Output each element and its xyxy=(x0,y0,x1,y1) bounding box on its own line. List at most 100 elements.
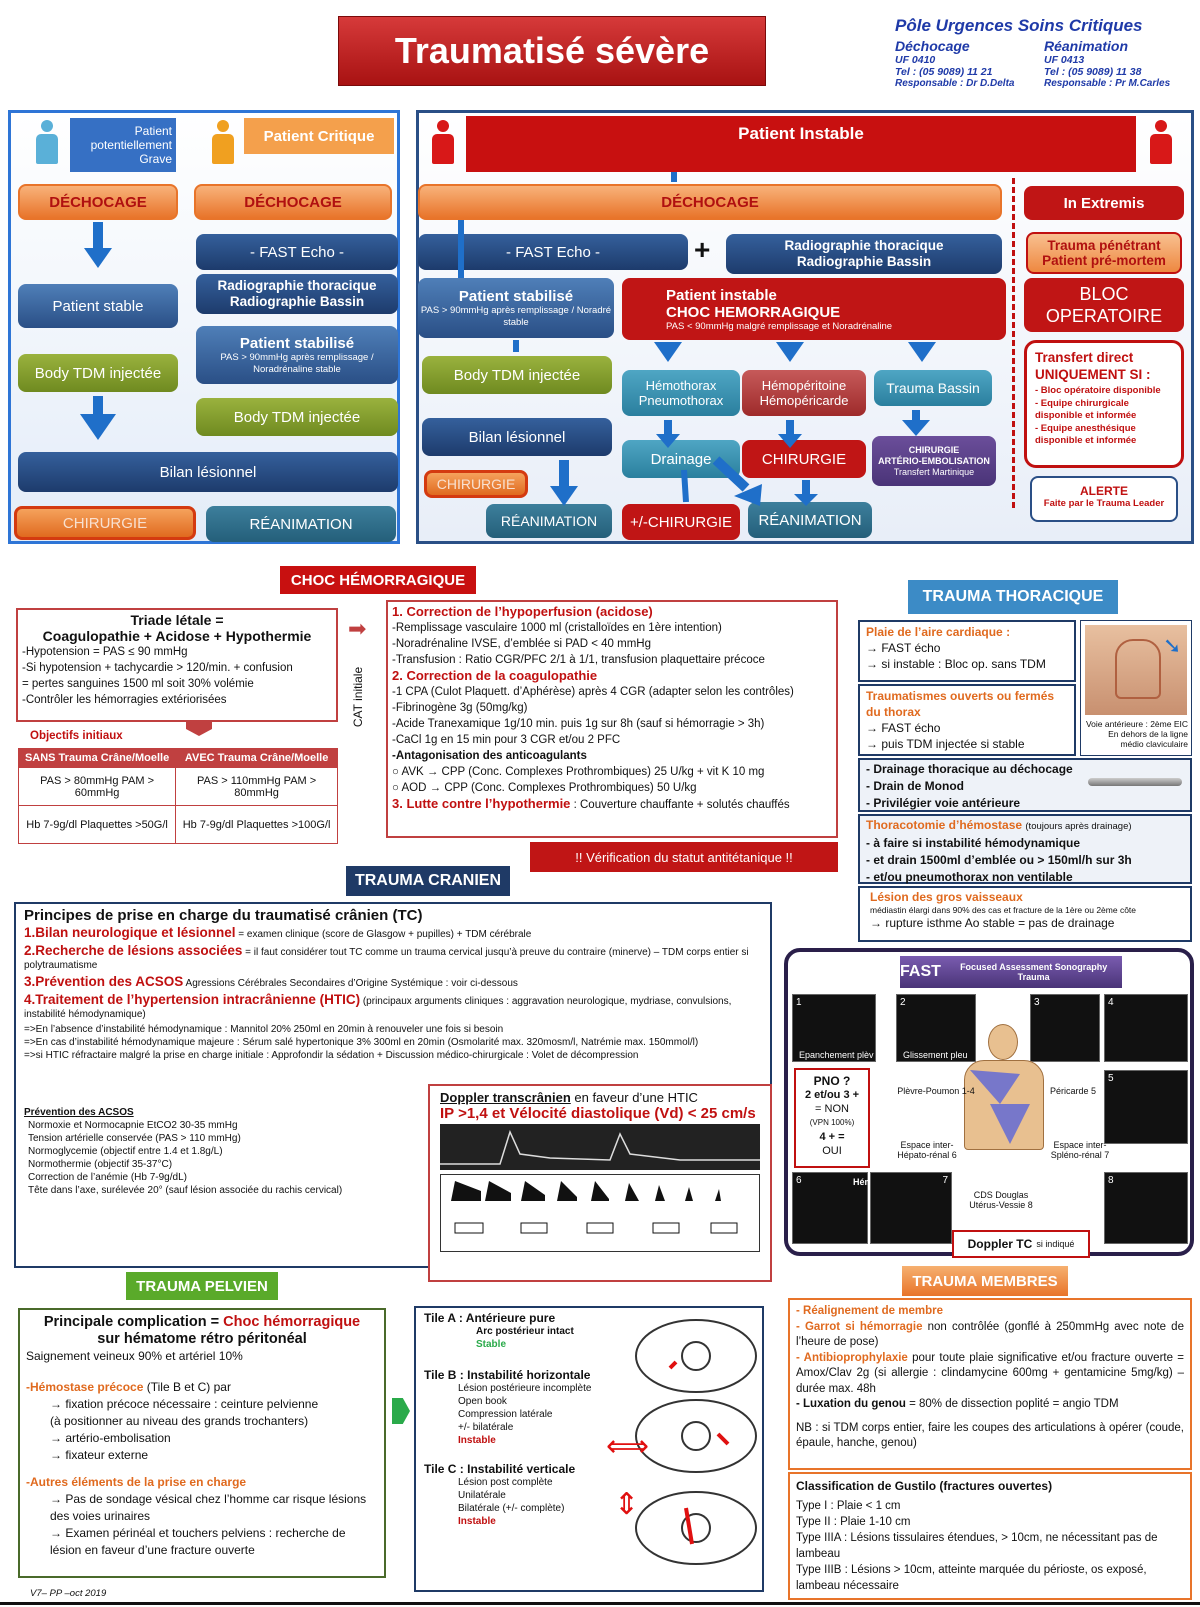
tdm-instable-label: Body TDM injectée xyxy=(453,366,581,384)
objectifs-r2c2: Hb 7-9g/dl Plaquettes >100G/l xyxy=(175,805,338,844)
chirurgie-instable: CHIRURGIE xyxy=(424,470,528,498)
us-image-7: 7 xyxy=(870,1172,952,1244)
objectifs-label: Objectifs initiaux xyxy=(30,730,123,742)
triade-sub: Coagulopathie + Acidose + Hypothermie xyxy=(42,628,312,644)
pelvien-panel: Principale complication = Choc hémorragi… xyxy=(18,1308,386,1578)
dechocage-resp: Responsable : Dr D.Delta xyxy=(895,78,1015,89)
tdm-critique-label: Body TDM injectée xyxy=(233,408,361,426)
cat-box: 1. Correction de l’hypoperfusion (acidos… xyxy=(386,600,838,838)
choc-instable-sub: PAS < 90mmHg malgré remplissage et Norad… xyxy=(666,320,893,332)
cat-line: ○ AOD → CPP (Conc. Complexes Prothrombiq… xyxy=(392,782,697,794)
cranien-p2: 2.Recherche de lésions associées xyxy=(24,943,243,958)
dechocage-uf: UF 0410 xyxy=(895,54,936,66)
chirurgie-hemo-box: CHIRURGIE xyxy=(742,440,866,478)
tile-a-stable: Stable xyxy=(476,1339,507,1350)
acsos-list: Normoxie et Normocapnie EtCO2 30-35 mmHg… xyxy=(24,1119,762,1197)
fast-label-hepato: Espace inter-Hépato-rénal 6 xyxy=(897,1140,957,1160)
objectifs-r1c1: PAS > 80mmHg PAM > 60mmHg xyxy=(17,767,177,806)
choc-instable: Patient instable CHOC HEMORRAGIQUE PAS <… xyxy=(622,278,1006,340)
ouverts-line: → FAST écho xyxy=(866,721,941,735)
acsos-item: Normothermie (objectif 35-37°C) xyxy=(28,1159,173,1170)
cat-line: -Transfusion : Ratio CGR/PFC 2/1 à 1/1, … xyxy=(392,654,765,666)
header-contact: Pôle Urgences Soins Critiques Déchocage … xyxy=(895,16,1195,89)
triade-line: -Si hypotension + tachycardie > 120/min.… xyxy=(22,662,293,674)
acsos-item: Tension artérielle conservée (PAS > 110 … xyxy=(28,1133,241,1144)
cranien-htic-line: =>si HTIC réfractaire malgré la prise en… xyxy=(24,1050,639,1061)
objectifs-r2c1: Hb 7-9g/dl Plaquettes >50G/l xyxy=(17,805,177,844)
stabilise-instable-title: Patient stabilisé xyxy=(458,287,574,305)
fast-critique: - FAST Echo - xyxy=(196,234,398,270)
drain-box: - Drainage thoracique au déchocage - Dra… xyxy=(858,758,1192,812)
reanimation-label: Réanimation xyxy=(1044,38,1129,54)
hemothorax-label: Hémothorax Pneumothorax xyxy=(638,378,724,408)
penetrant-line1: Trauma pénétrant xyxy=(1047,238,1161,253)
bilan-instable: Bilan lésionnel xyxy=(422,418,612,456)
vaisseaux-line: → rupture isthme Ao stable = pas de drai… xyxy=(870,916,1115,930)
cat-step2: 2. Correction de la coagulopathie xyxy=(392,668,598,683)
plus-sign: + xyxy=(694,234,711,265)
pelvien-hem-line: → artério-embolisation xyxy=(50,1431,171,1445)
cranien-p1b: = examen clinique (score de Glasgow + pu… xyxy=(235,929,532,940)
cat-line: -Remplissage vasculaire 1000 ml (cristal… xyxy=(392,622,722,634)
horizontal-instability-arrow-icon: ⟺ xyxy=(606,1430,650,1463)
triade-box: Triade létale = Coagulopathie + Acidose … xyxy=(16,608,338,722)
cranien-htic-line: =>En cas d’instabilité hémodynamique maj… xyxy=(24,1037,699,1048)
drain-line: - Privilégier voie antérieure xyxy=(866,796,1021,810)
acsos-title: Prévention des ACSOS xyxy=(24,1107,134,1118)
membres-antibio-text: pour toute plaie significative et/ou fra… xyxy=(796,1351,1184,1395)
thoracotomie-box: Thoracotomie d’hémostase (toujours après… xyxy=(858,814,1192,884)
pelvien-hem-line: → fixateur externe xyxy=(50,1448,149,1462)
doppler-tc-sub: si indiqué xyxy=(1036,1239,1075,1249)
acsos-item: Normoglycemie (objectif entre 1.4 et 1.8… xyxy=(28,1146,223,1157)
fast-instable-label: - FAST Echo - xyxy=(506,243,600,261)
cat-line: -Antagonisation des anticoagulants xyxy=(392,750,587,762)
vaisseaux-box: Lésion des gros vaisseaux médiastin élar… xyxy=(858,886,1192,942)
plaie-box: Plaie de l’aire cardiaque : → FAST écho … xyxy=(858,620,1076,682)
patient-stable-label: Patient stable xyxy=(52,297,144,315)
chirurgie-hemo-label: CHIRURGIE xyxy=(761,450,847,468)
pelvien-hemostase-b: (Tile B et C) par xyxy=(143,1380,231,1394)
gustilo-type: Type IIIB : Lésions > 10cm, atteinte mar… xyxy=(796,1564,1147,1592)
penetrant-line2: Patient pré-mortem xyxy=(1042,253,1166,268)
pelvien-hem-line: → fixation précoce nécessaire : ceinture… xyxy=(50,1397,319,1411)
dechocage-left: DÉCHOCAGE xyxy=(18,184,178,220)
radio-instable-thorax: Radiographie thoracique xyxy=(784,238,944,253)
cat-step3-text: : Couverture chauffante + solutés chauff… xyxy=(570,799,790,811)
fast-label-plevre: Plèvre-Poumon 1-4 xyxy=(897,1086,975,1096)
trauma-bassin-box: Trauma Bassin xyxy=(874,370,992,406)
choc-instable-title1: Patient instable xyxy=(666,286,777,304)
alerte-box: ALERTE Faite par le Trauma Leader xyxy=(1030,476,1178,522)
stabilise-instable: Patient stabilisé PAS > 90mmHg après rem… xyxy=(418,278,614,338)
chirurgie-left-label: CHIRURGIE xyxy=(62,514,148,532)
tdm-critique: Body TDM injectée xyxy=(196,398,398,436)
cranien-p3: 3.Prévention des ACSOS xyxy=(24,974,184,989)
pelvien-comp-red: Choc hémorragique xyxy=(223,1314,361,1330)
transfert-item: - Equipe chirurgicale disponible et info… xyxy=(1035,397,1137,422)
thorax-drawing: ➘ xyxy=(1085,625,1187,715)
thoracique-section-title: TRAUMA THORACIQUE xyxy=(908,580,1118,614)
ouverts-title: Traumatismes ouverts ou fermés du thorax xyxy=(866,689,1055,719)
objectifs-col1: SANS Trauma Crâne/Moelle xyxy=(17,748,177,768)
doppler-box: Doppler transcrânien en faveur d’une HTI… xyxy=(428,1084,772,1282)
thorax-image-panel: ➘ Voie antérieure : 2ème EIC En dehors d… xyxy=(1080,620,1192,756)
drain-line: - Drainage thoracique au déchocage xyxy=(866,762,1073,776)
cranien-htic-line: =>En l’absence d’instabilité hémodynamiq… xyxy=(24,1024,504,1035)
fast-body-diagram xyxy=(950,1024,1060,1154)
stabilise-critique: Patient stabilisé PAS > 90mmHg après rem… xyxy=(196,326,398,384)
cranien-p4b: (principaux arguments cliniques : aggrav… xyxy=(24,996,732,1020)
pelvien-autres-line: → Pas de sondage vésical chez l’homme ca… xyxy=(50,1492,367,1523)
transfert-item: - Equipe anesthésique disponible et info… xyxy=(1035,422,1137,447)
arterio-line1: CHIRURGIE xyxy=(908,444,960,455)
patient-stable: Patient stable xyxy=(18,284,178,328)
tetanos-label: !! Vérification du statut antitétanique … xyxy=(575,849,793,865)
pm-chirurgie-label: +/-CHIRURGIE xyxy=(629,513,733,531)
vaisseaux-sub: médiastin élargi dans 90% des cas et fra… xyxy=(870,905,1137,915)
footer-version: V7– PP –oct 2019 xyxy=(30,1588,107,1599)
gustilo-title: Classification de Gustilo (fractures ouv… xyxy=(796,1479,1053,1493)
dechocage-label: Déchocage xyxy=(895,38,970,54)
patient-grave-label: Patient potentiellement Grave xyxy=(90,124,172,166)
membres-section-title: TRAUMA MEMBRES xyxy=(902,1266,1068,1296)
bloc-operatoire-box: BLOC OPERATOIRE xyxy=(1024,278,1184,332)
